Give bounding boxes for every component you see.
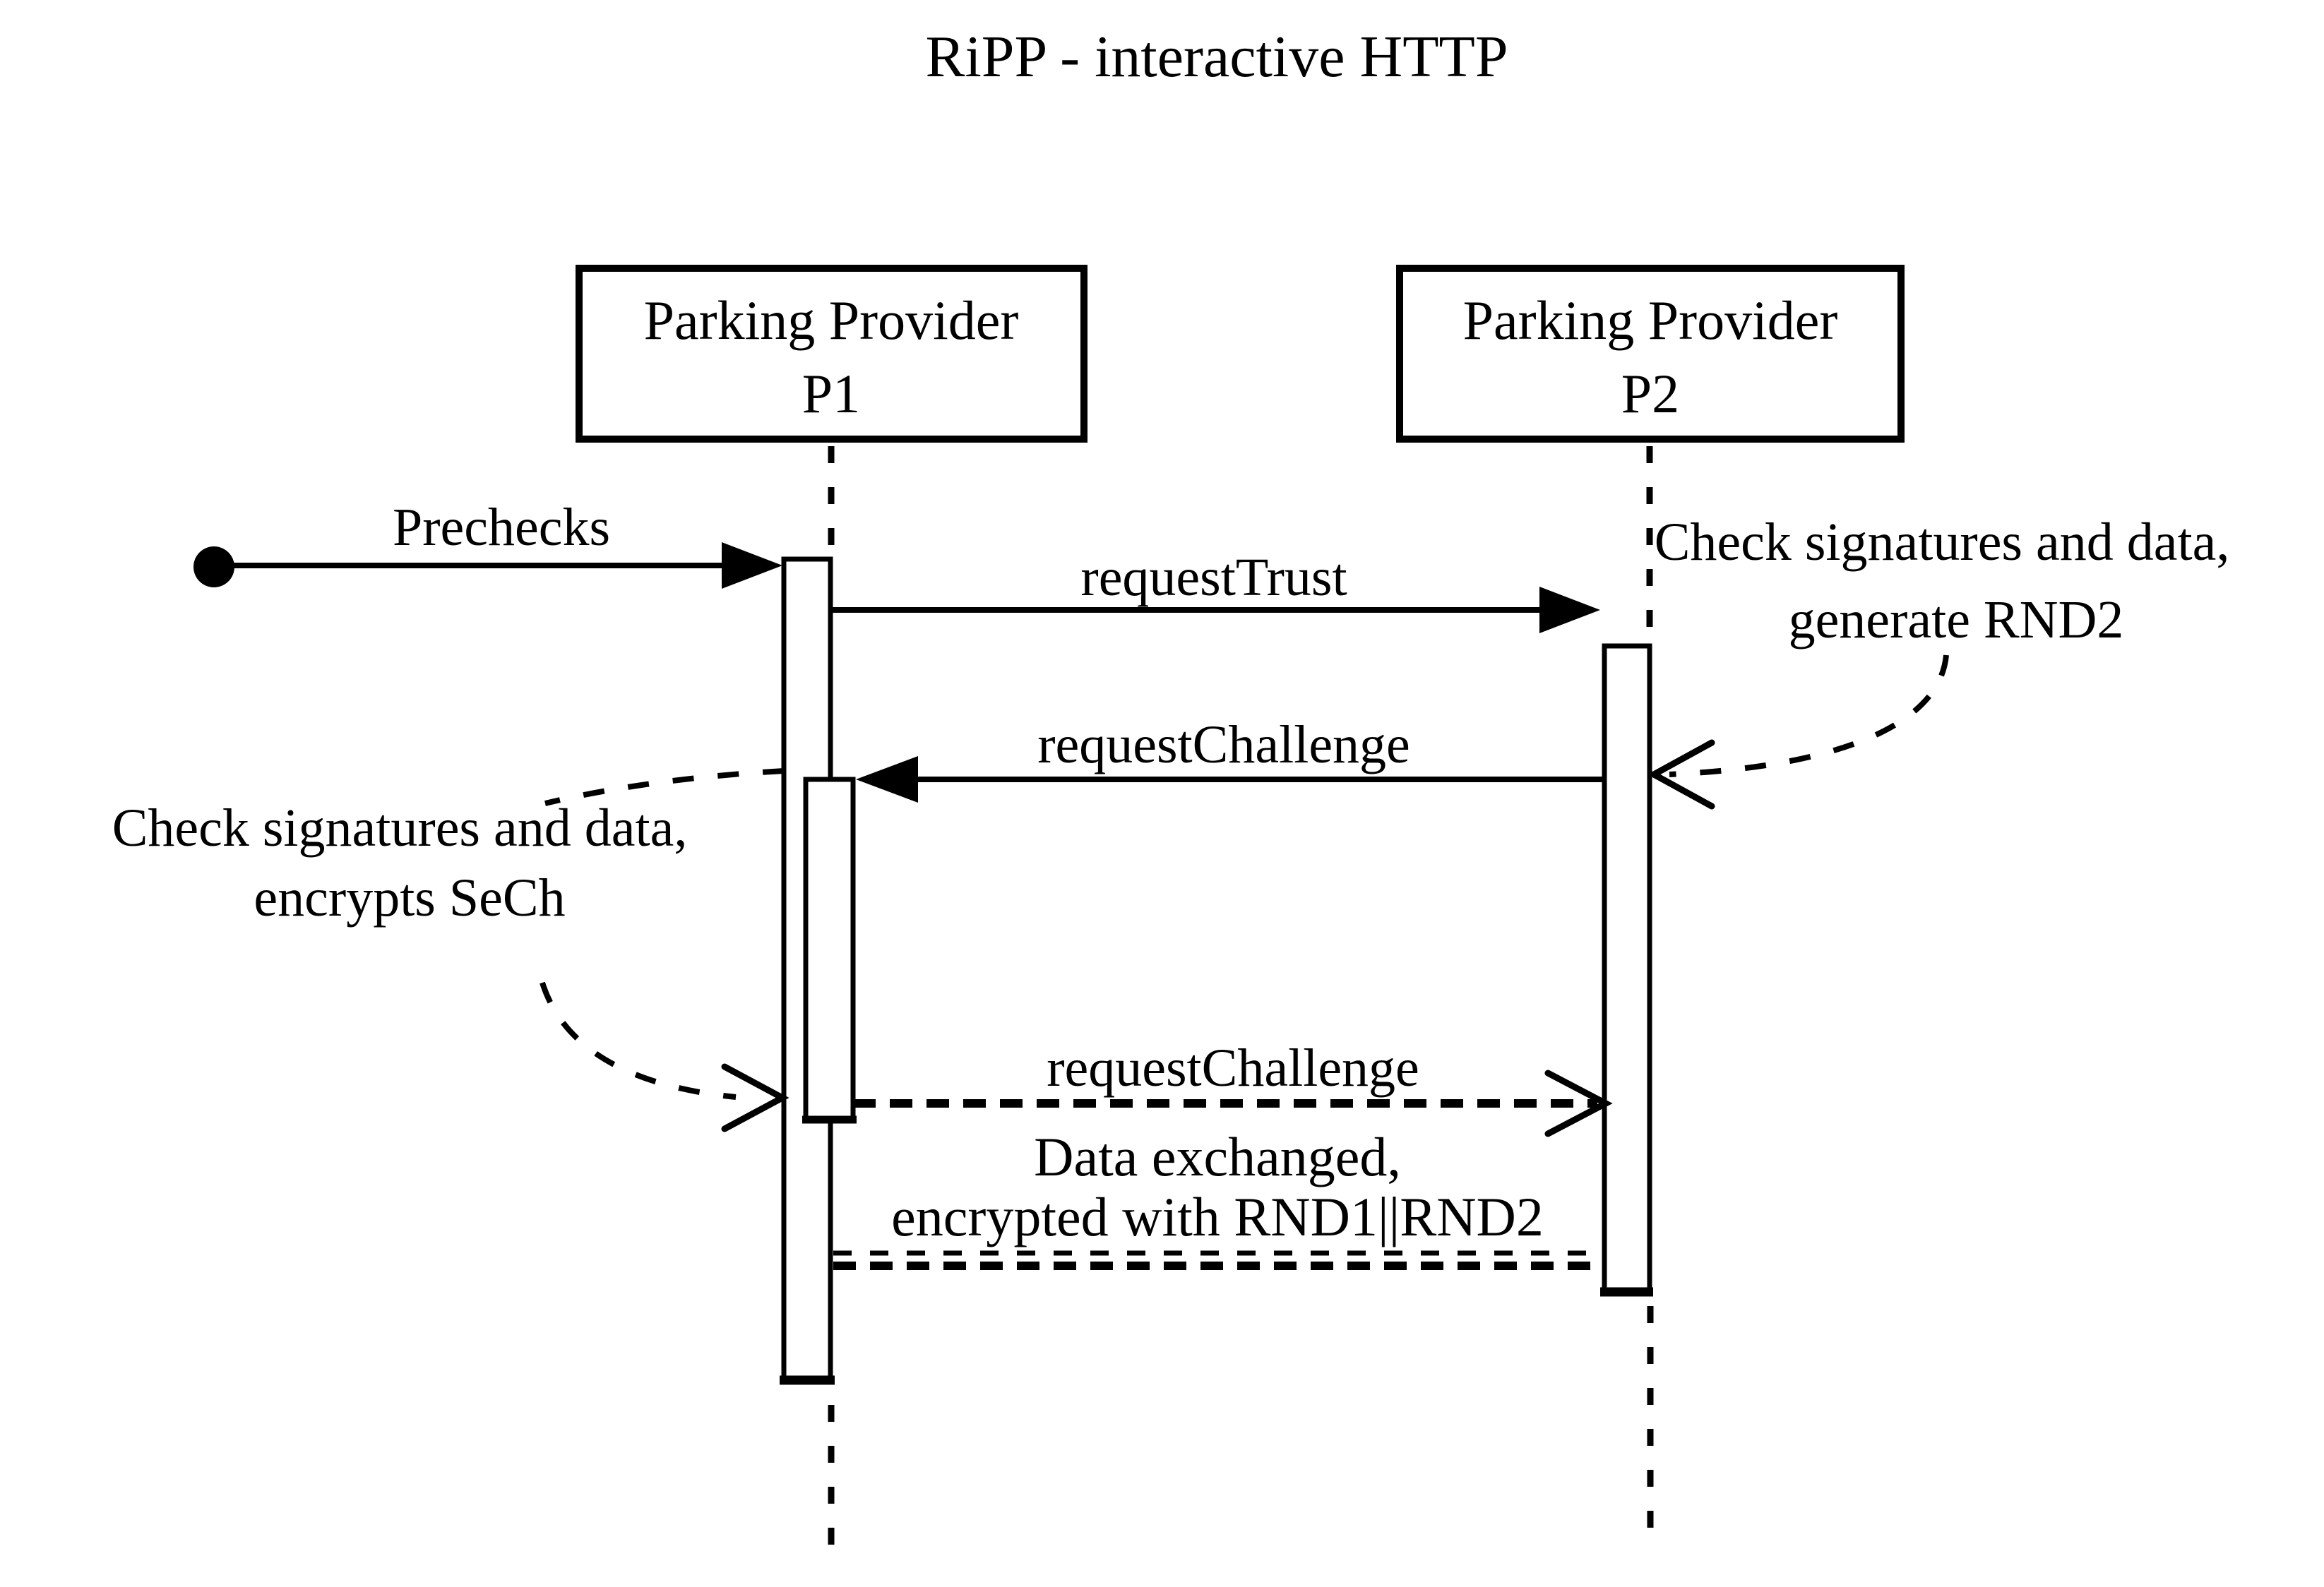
- participant-p2-name-line1: Parking Provider: [1463, 289, 1838, 351]
- participant-p1-name-line1: Parking Provider: [644, 289, 1019, 351]
- activation-bar-p2-rect: [1602, 643, 1652, 1295]
- message-data-exchange-label-line1: Data exchanged,: [1034, 1126, 1401, 1187]
- open-arrowhead-left-icon: [1647, 739, 1715, 810]
- participant-p1-box: [576, 265, 1087, 443]
- note-p1-line2: encrypts SeCh: [254, 868, 565, 928]
- participant-p1-name-line2: P1: [802, 363, 860, 424]
- participant-p1: Parking Provider P1: [576, 265, 1087, 443]
- message-request-challenge-label: requestChallenge: [1037, 715, 1410, 774]
- message-request-trust-label: requestTrust: [1080, 548, 1347, 607]
- note-p1-line1: Check signatures and data,: [112, 798, 688, 858]
- message-prechecks-label: Prechecks: [393, 498, 610, 557]
- message-request-challenge-encrypted-label: requestChallenge: [1047, 1038, 1419, 1098]
- participant-p2: Parking Provider P2: [1396, 265, 1905, 443]
- activation-bar-p1-nested: [802, 777, 857, 1124]
- note-p1: Check signatures and data, encrypts SeCh: [112, 768, 789, 1132]
- arrowhead-right-icon: [722, 542, 782, 589]
- arrowhead-right-icon: [1539, 587, 1600, 633]
- message-data-exchange-label-line2: encrypted with RND1||RND2: [891, 1186, 1544, 1247]
- participant-p2-box: [1396, 265, 1905, 443]
- message-request-challenge: requestChallenge: [856, 715, 1604, 803]
- message-request-challenge-encrypted: requestChallenge: [853, 1038, 1613, 1137]
- note-p2-leader-curve: [1669, 654, 1949, 777]
- note-p2-line2: generate RND2: [1789, 590, 2124, 649]
- message-request-trust: requestTrust: [830, 548, 1600, 633]
- activation-bar-p1-nested-rect: [803, 777, 856, 1122]
- message-prechecks: Prechecks: [193, 498, 782, 589]
- diagram-title: RiPP - interactive HTTP: [925, 24, 1508, 90]
- message-data-exchange: Data exchanged, encrypted with RND1||RND…: [833, 1126, 1602, 1270]
- activation-bar-p2: [1600, 643, 1653, 1297]
- open-arrowhead-right-icon: [1544, 1070, 1613, 1137]
- note-p2: Check signatures and data, generate RND2: [1647, 513, 2230, 810]
- note-p1-leader-curve-out: [540, 981, 737, 1100]
- open-arrowhead-right-icon: [721, 1063, 789, 1132]
- note-p2-line1: Check signatures and data,: [1655, 513, 2230, 572]
- arrowhead-left-icon: [856, 756, 918, 803]
- participant-p2-name-line2: P2: [1621, 363, 1679, 424]
